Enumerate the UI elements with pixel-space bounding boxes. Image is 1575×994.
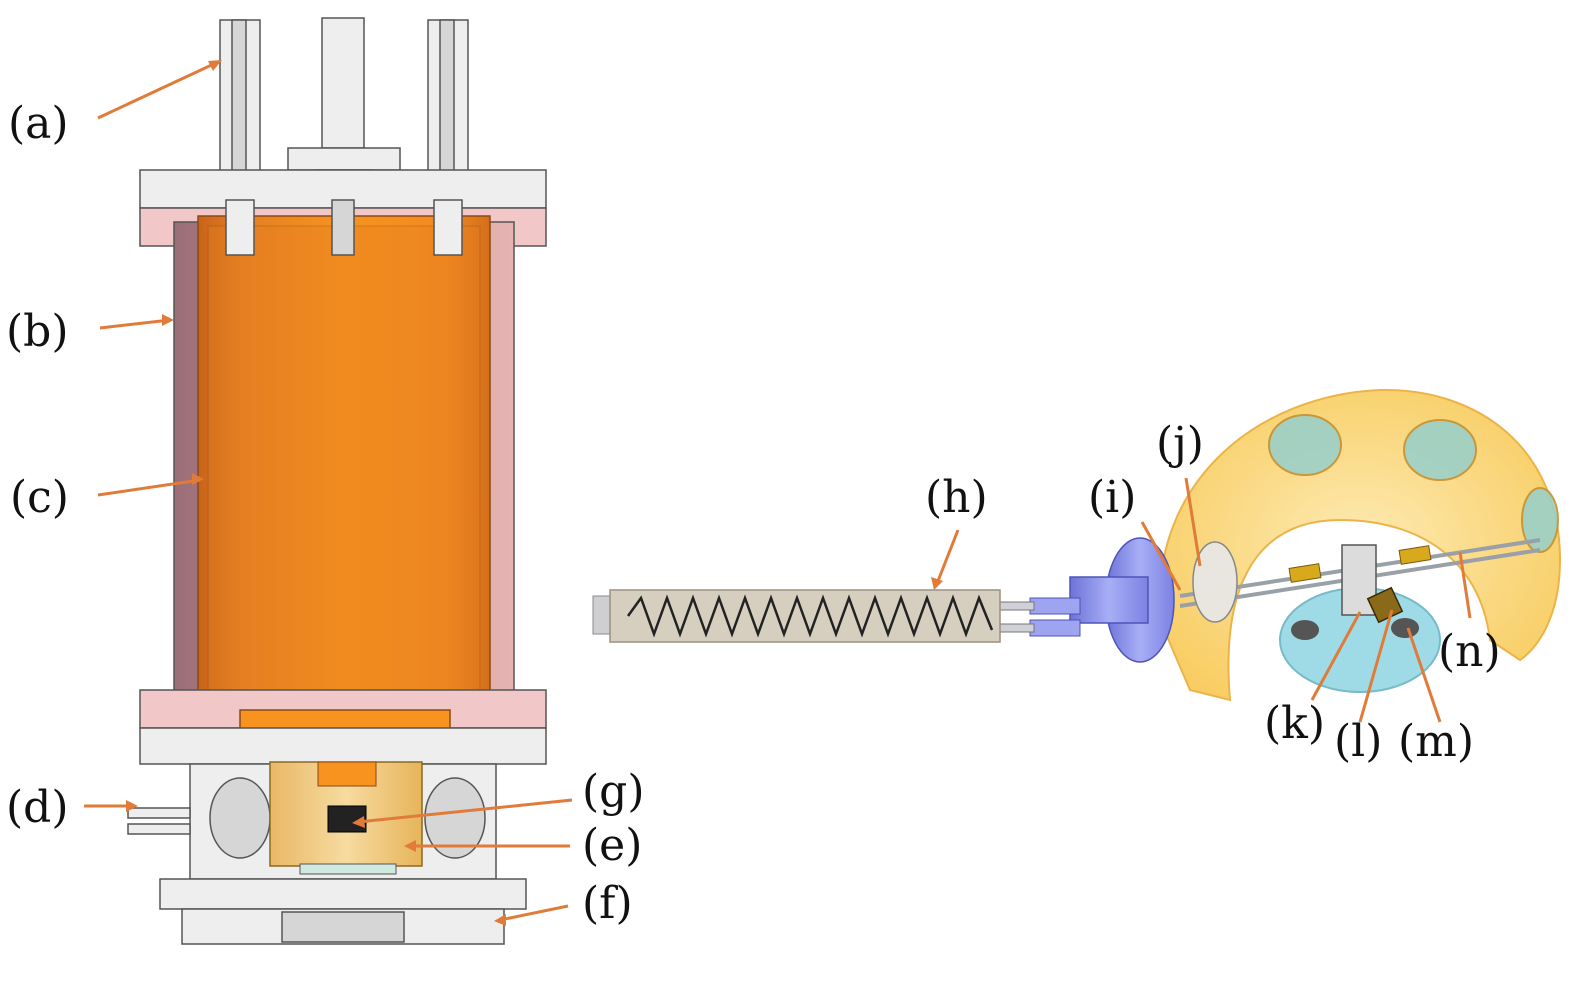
sample-chip — [327, 805, 367, 833]
housing-port-2 — [1403, 419, 1477, 481]
arrow-g-head — [352, 816, 365, 828]
arrow-h-head — [931, 577, 943, 590]
arrow-a — [97, 60, 219, 120]
callout-labels: (a) (b) (c) (d) (e) (f) (g) (h) (i) (j) … — [6, 98, 1501, 929]
chamber-top-plate — [139, 727, 547, 765]
connector-top — [997, 601, 1035, 611]
label-j: (j) — [1156, 418, 1204, 469]
clamp-1 — [1288, 563, 1322, 583]
copper-can-inner — [207, 225, 481, 713]
center-stem-entry — [331, 199, 355, 256]
flange-neck — [1069, 576, 1149, 624]
stage-assembly — [592, 388, 1562, 702]
label-b: (b) — [6, 306, 69, 357]
arrow-b-head — [162, 314, 174, 326]
arrow-j — [1184, 477, 1202, 567]
arrow-d-head — [126, 800, 138, 812]
arrow-k — [1310, 611, 1362, 701]
arrow-l — [1358, 609, 1394, 723]
label-f: (f) — [582, 878, 633, 929]
connector-bottom — [997, 623, 1035, 633]
arrow-f — [499, 904, 569, 922]
base-recess — [281, 911, 405, 943]
label-g: (g) — [582, 766, 645, 817]
arrow-c-head — [192, 473, 204, 485]
bottom-window — [299, 863, 397, 875]
arrow-n — [1458, 551, 1472, 619]
center-tube-flange — [287, 147, 401, 171]
center-tube — [321, 17, 365, 149]
arrow-f-head — [494, 914, 506, 926]
label-a: (a) — [8, 98, 69, 149]
arrow-i — [1140, 521, 1182, 591]
callout-arrows — [84, 60, 1472, 926]
base-plate — [159, 878, 527, 910]
flange-pipe-top — [1029, 597, 1081, 615]
clamp-2 — [1398, 545, 1432, 565]
arrow-m — [1406, 627, 1442, 723]
housing-port-1 — [1268, 414, 1342, 476]
feedthrough-pin-bottom — [127, 823, 191, 835]
right-window — [424, 777, 486, 859]
cryostat-cross-section — [127, 17, 547, 945]
coil-tube — [609, 589, 1001, 643]
flange-pipe-bottom — [1029, 619, 1081, 637]
label-i: (i) — [1088, 472, 1136, 523]
left-window — [209, 777, 271, 859]
arrow-c — [97, 478, 201, 497]
label-h: (h) — [925, 472, 988, 523]
label-d: (d) — [6, 782, 69, 833]
right-tube-entry — [433, 199, 463, 256]
base-screw-2 — [1391, 618, 1419, 638]
arrow-h — [934, 529, 960, 587]
feedthrough-pin-top — [127, 807, 191, 819]
mirror-disc — [1192, 541, 1238, 623]
label-k: (k) — [1264, 698, 1325, 749]
label-c: (c) — [10, 472, 69, 523]
label-m: (m) — [1398, 716, 1474, 767]
label-l: (l) — [1334, 716, 1382, 767]
arrow-b — [99, 318, 171, 330]
arrow-a-head — [208, 60, 222, 71]
cold-finger — [317, 761, 377, 787]
left-tube-entry — [225, 199, 255, 256]
arrow-g — [357, 798, 573, 824]
coil-winding — [626, 594, 994, 638]
label-n: (n) — [1438, 626, 1501, 677]
copper-can — [197, 215, 491, 723]
base-screw-1 — [1291, 620, 1319, 640]
label-e: (e) — [582, 820, 642, 871]
arrow-e-head — [404, 840, 416, 852]
